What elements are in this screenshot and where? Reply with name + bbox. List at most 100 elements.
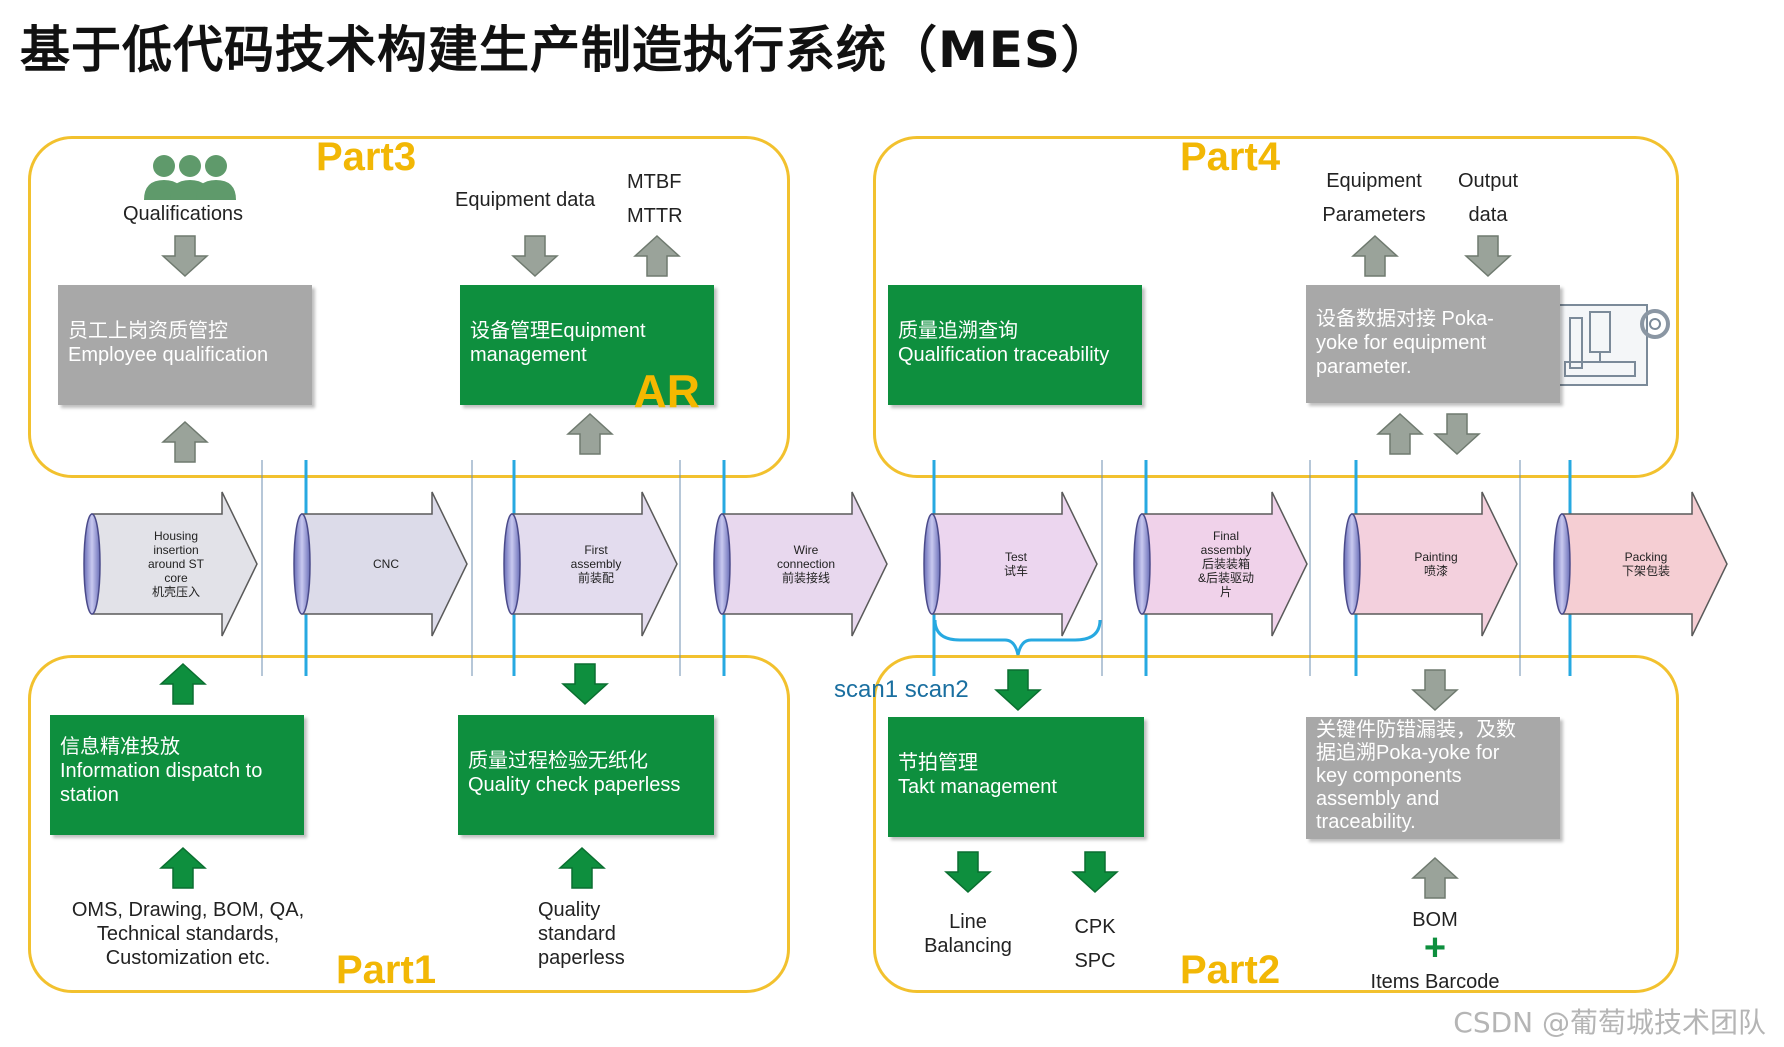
process-arrow-shape: [511, 491, 678, 637]
information-dispatch-box: 信息精准投放 Information dispatch to station: [50, 715, 304, 835]
process-arrow-shape: [91, 491, 258, 637]
box-line: Quality check paperless: [468, 774, 681, 796]
qualification-traceability-box: 质量追溯查询 Qualification traceability: [888, 285, 1142, 405]
oms-inputs-label: OMS, Drawing, BOM, QA, Technical standar…: [48, 898, 328, 970]
panel-part1: [28, 655, 790, 993]
box-line: assembly and: [1316, 788, 1440, 810]
line-balancing-line: Line: [949, 911, 987, 933]
mttr-label: MTTR: [627, 205, 683, 227]
station-lens: [1553, 513, 1571, 615]
process-step-label: assembly: [1201, 543, 1252, 557]
key-components-box: 关键件防错漏装，及数 据追溯Poka-yoke for key componen…: [1306, 717, 1560, 839]
station-lens: [1133, 513, 1151, 615]
box-line: parameter.: [1316, 356, 1412, 378]
panel-part4: [873, 136, 1679, 478]
process-step-label: Final: [1213, 529, 1239, 543]
arrow-up-icon: [159, 662, 207, 705]
part3-label: Part3: [316, 135, 417, 179]
part2-label: Part2: [1180, 948, 1281, 992]
station-lens: [503, 513, 521, 615]
process-step-label: around ST: [148, 557, 205, 571]
line-balancing-line: Balancing: [924, 935, 1012, 957]
process-step-label: 喷漆: [1424, 564, 1448, 578]
line-balancing-label: Line Balancing: [908, 910, 1028, 958]
arrow-down-icon: [1464, 235, 1512, 278]
mtbf-label: MTBF: [627, 171, 682, 193]
equipment-pokayoke-box: 设备数据对接 Poka- yoke for equipment paramete…: [1306, 285, 1560, 403]
box-line: 关键件防错漏装，及数: [1316, 719, 1516, 741]
bom-label: BOM: [1412, 909, 1458, 931]
arrow-down-icon: [1433, 413, 1481, 456]
process-step-label: 试车: [1004, 563, 1028, 578]
output-data-line: data: [1468, 204, 1508, 226]
oms-line: Customization etc.: [105, 947, 271, 969]
scan-brace: [933, 619, 1102, 656]
panel-part3: [28, 136, 790, 478]
box-line: Takt management: [898, 776, 1057, 798]
process-step-label: &后装驱动: [1198, 571, 1254, 585]
box-line: management: [470, 344, 587, 366]
equipment-parameters-line: Equipment: [1326, 170, 1422, 192]
process-step-label: Test: [1005, 550, 1028, 564]
process-arrow-shape: [931, 491, 1098, 637]
box-line: key components: [1316, 765, 1462, 787]
quality-standard-label: Quality standard paperless: [538, 898, 625, 970]
process-arrow-shape: [721, 491, 888, 637]
output-data-line: Output: [1457, 170, 1519, 192]
box-line: Qualification traceability: [898, 344, 1110, 366]
process-step-label: insertion: [153, 543, 198, 557]
cpk-spc-line: CPK: [1074, 916, 1116, 938]
process-step-label: Wire: [794, 543, 819, 557]
arrow-up-icon: [1376, 412, 1424, 455]
process-step-label: 片: [1220, 585, 1232, 599]
station-lens: [83, 513, 101, 615]
items-barcode-label: Items Barcode: [1370, 971, 1500, 993]
process-step-label: First: [584, 543, 608, 557]
output-data-label: Output data: [1448, 164, 1528, 232]
box-line: 质量追溯查询: [898, 320, 1018, 342]
box-line: 节拍管理: [898, 752, 978, 774]
process-step-label: 后装装箱: [1202, 556, 1250, 571]
box-line: traceability.: [1316, 811, 1416, 833]
process-step-label: Painting: [1414, 550, 1457, 564]
box-line: 信息精准投放: [60, 736, 180, 758]
arrow-up-icon: [558, 846, 606, 889]
process-step-label: CNC: [373, 557, 399, 571]
machine-icon: [1551, 304, 1670, 386]
process-step-label: 下架包装: [1622, 564, 1670, 578]
arrow-up-icon: [566, 412, 614, 455]
arrow-down-icon: [994, 669, 1042, 712]
quality-standard-line: Quality: [538, 899, 601, 921]
box-line: 设备管理Equipment: [470, 320, 646, 342]
plus-sign: +: [1423, 927, 1447, 969]
arrow-down-icon: [561, 663, 609, 706]
process-step-label: Housing: [154, 529, 198, 543]
cpk-spc-line: SPC: [1074, 950, 1116, 972]
arrow-down-icon: [944, 851, 992, 894]
station-lens: [1343, 513, 1361, 615]
station-lens: [923, 513, 941, 615]
watermark: CSDN @葡萄城技术团队: [1453, 1006, 1766, 1039]
process-arrow-shape: [301, 491, 468, 637]
arrow-up-icon: [633, 234, 681, 277]
process-step-label: assembly: [571, 557, 622, 571]
panel-part2: [873, 655, 1679, 993]
box-line: Employee qualification: [68, 344, 269, 366]
box-line: yoke for equipment: [1316, 332, 1487, 354]
arrow-up-icon: [1411, 856, 1459, 899]
process-step-label: Packing: [1625, 550, 1668, 564]
quality-check-box: 质量过程检验无纸化 Quality check paperless: [458, 715, 714, 835]
process-step-label: 前装接线: [782, 570, 830, 585]
process-step-label: connection: [777, 557, 835, 571]
process-arrow-shape: [1141, 491, 1308, 637]
part1-label: Part1: [336, 948, 437, 992]
station-lens: [713, 513, 731, 615]
quality-standard-line: paperless: [538, 947, 625, 969]
